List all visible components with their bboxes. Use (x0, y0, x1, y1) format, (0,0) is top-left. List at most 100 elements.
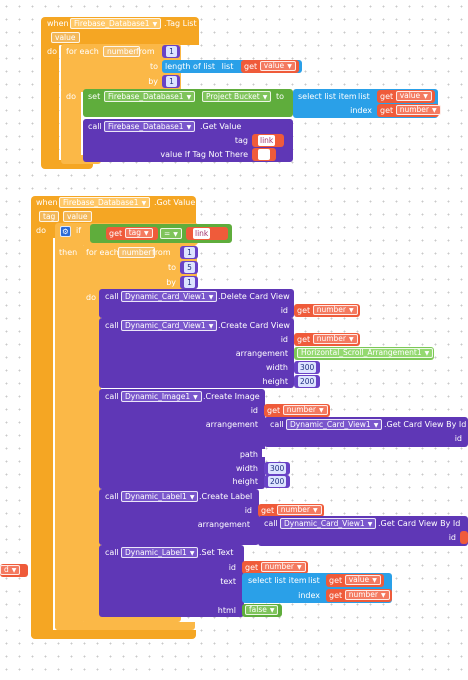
get-number-block[interactable]: get number▼ (294, 304, 360, 317)
get-var-dropdown[interactable]: value▼ (344, 575, 381, 585)
width-label: width (235, 464, 258, 473)
component-dropdown[interactable]: Firebase_Database1▼ (70, 18, 162, 29)
call-component-dropdown[interactable]: Firebase_Database1▼ (104, 121, 196, 132)
inner-call-label: call (270, 420, 284, 429)
component-dropdown[interactable]: Dynamic_Card_View1▼ (121, 320, 218, 331)
method-name: .Get Value (200, 122, 242, 131)
height-value[interactable]: 200 (298, 376, 317, 387)
param-tag[interactable]: tag (39, 211, 60, 222)
width-label: width (265, 363, 288, 372)
boolean-block[interactable]: false▼ (242, 604, 282, 617)
get-number-block[interactable]: get number▼ (294, 333, 360, 346)
arrangement-component-block[interactable]: Horizontal_Scroll_Arrangement1▼ (294, 347, 434, 360)
from-label: from (152, 248, 171, 257)
get-number-block[interactable]: get number▼ (264, 404, 330, 417)
get-label: get (380, 106, 394, 115)
get-number-block-2[interactable]: get number▼ (326, 589, 392, 602)
get-var-dropdown[interactable]: number▼ (395, 105, 441, 115)
length-list-label: list (221, 62, 234, 71)
index-label: index (350, 106, 372, 115)
get-number-block[interactable]: get number▼ (242, 561, 308, 574)
get-var-dropdown[interactable]: value▼ (395, 91, 432, 101)
height-label: height (262, 377, 289, 386)
component-dropdown[interactable]: Firebase_Database1▼ (59, 197, 151, 208)
inner-id-label: id (448, 533, 456, 542)
by-value[interactable]: 1 (184, 277, 195, 288)
get-var-dropdown[interactable]: value▼ (259, 61, 296, 71)
select-list-label: list (358, 92, 370, 101)
gear-icon[interactable]: ⚙ (60, 226, 71, 237)
param-value[interactable]: value (63, 211, 92, 222)
get-number-block[interactable]: get number▼ (258, 504, 324, 517)
link-string-value[interactable]: link (193, 228, 211, 239)
get-value-block[interactable]: get value▼ (241, 60, 299, 73)
tag-label: tag (234, 136, 248, 145)
for-each-footer (61, 155, 101, 164)
event-body-spine (41, 40, 59, 167)
call-create-image[interactable] (99, 389, 265, 489)
component-dropdown[interactable]: Dynamic_Label1▼ (121, 491, 199, 502)
event-body-spine (31, 230, 53, 638)
get-var-dropdown[interactable]: number▼ (312, 305, 358, 315)
for-each-var[interactable]: number (103, 46, 141, 57)
inner-method-name: .Get Card View By Id (384, 420, 467, 429)
clipped-get-block-left[interactable]: d▼ (0, 564, 28, 577)
component-dropdown[interactable]: Dynamic_Label1▼ (121, 547, 199, 558)
get-var-dropdown[interactable]: number▼ (276, 505, 322, 515)
inner-component-dropdown[interactable]: Dynamic_Card_View1▼ (286, 419, 383, 430)
by-label: by (166, 278, 176, 287)
id-label: id (250, 406, 258, 415)
get-var-dropdown[interactable]: number▼ (282, 405, 328, 415)
to-label: to (149, 62, 158, 71)
from-value[interactable]: 1 (184, 247, 195, 258)
component-dropdown[interactable]: Dynamic_Card_View1▼ (121, 291, 218, 302)
get-value-block[interactable]: get value▼ (326, 574, 384, 587)
compare-operator-dropdown[interactable]: =▼ (160, 228, 182, 239)
id-label: id (228, 563, 236, 572)
to-value[interactable]: 5 (184, 262, 195, 273)
if-label: if (76, 226, 82, 235)
get-value-block-2[interactable]: get value▼ (377, 90, 435, 103)
get-var-dropdown[interactable]: d▼ (0, 565, 21, 575)
get-label: get (329, 576, 343, 585)
inner-call-label: call (264, 519, 278, 528)
empty-text-value[interactable] (258, 149, 270, 160)
get-number-block[interactable]: get number▼ (377, 104, 441, 117)
get-var-dropdown[interactable]: number▼ (312, 334, 358, 344)
then-label: then (59, 248, 78, 257)
boolean-dropdown[interactable]: false▼ (245, 605, 279, 615)
from-value[interactable]: 1 (166, 46, 177, 57)
for-each-var[interactable]: number (118, 247, 156, 258)
to-label: to (167, 263, 176, 272)
tag-value[interactable]: link (258, 135, 276, 146)
method-name: .Create Label (199, 492, 253, 501)
event-name: .Got Value (154, 198, 196, 207)
event-footer (31, 630, 196, 639)
get-label: get (244, 62, 258, 71)
param-value[interactable]: value (51, 32, 80, 43)
width-value[interactable]: 300 (298, 362, 317, 373)
method-name: .Delete Card View (218, 292, 290, 301)
get-label: get (109, 229, 123, 238)
index-label: index (298, 591, 320, 600)
set-property-dropdown[interactable]: Project Bucket▼ (202, 91, 272, 102)
clipped-get-block[interactable] (460, 531, 468, 544)
width-value[interactable]: 300 (268, 463, 287, 474)
get-var-dropdown[interactable]: number▼ (344, 590, 390, 600)
call-label: call (105, 321, 119, 330)
for-each-label: for each (66, 47, 99, 56)
when-label: when (47, 19, 69, 28)
height-value[interactable]: 200 (268, 476, 287, 487)
component-dropdown[interactable]: Dynamic_Image1▼ (121, 391, 202, 402)
get-var-dropdown[interactable]: tag▼ (124, 228, 153, 238)
get-var-dropdown[interactable]: number▼ (260, 562, 306, 572)
id-label: id (244, 506, 252, 515)
by-value[interactable]: 1 (166, 76, 177, 87)
set-component-dropdown[interactable]: Firebase_Database1▼ (104, 91, 196, 102)
arrangement-dropdown[interactable]: Horizontal_Scroll_Arrangement1▼ (297, 348, 434, 358)
text-label: text (220, 577, 236, 586)
get-tag-block[interactable]: get tag▼ (106, 227, 158, 240)
get-label: get (261, 506, 275, 515)
inner-component-dropdown[interactable]: Dynamic_Card_View1▼ (280, 518, 377, 529)
empty-socket[interactable] (262, 449, 266, 457)
